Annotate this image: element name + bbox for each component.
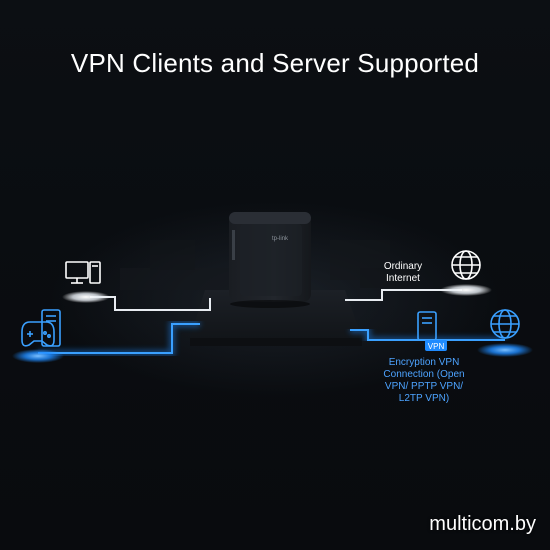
encryption-line-1: Encryption VPN	[388, 357, 460, 368]
console-glow	[12, 349, 64, 363]
vpn-server-icon	[417, 311, 437, 341]
ordinary-internet-line-2: Internet	[386, 273, 420, 284]
vpn-globe-icon	[490, 309, 520, 339]
game-console-icon	[21, 309, 61, 347]
headline: VPN Clients and Server Supported	[70, 48, 480, 78]
globe-icon	[451, 250, 481, 280]
encryption-line-2: Connection (Open	[383, 369, 465, 380]
encryption-line-3: VPN/ PPTP VPN/	[384, 381, 464, 392]
svg-text:VPN: VPN	[428, 342, 445, 351]
ordinary-internet-line-1: Ordinary	[383, 261, 423, 272]
vpn-badge: VPN	[425, 340, 447, 351]
desktop-computer-icon	[65, 261, 101, 284]
router-brand-label: tp-link	[272, 236, 289, 242]
computer-glow	[62, 291, 110, 303]
background-structures	[120, 240, 420, 290]
router-device: tp-link	[229, 212, 311, 308]
router-platform	[190, 290, 362, 346]
encryption-line-4: L2TP VPN)	[398, 393, 450, 404]
globe-glow	[440, 284, 492, 296]
vpn-globe-glow	[477, 343, 533, 357]
ordinary-internet-label: Ordinary Internet	[374, 261, 432, 285]
watermark: multicom.by	[429, 513, 536, 535]
encryption-vpn-label: Encryption VPN Connection (Open VPN/ PPT…	[378, 357, 470, 405]
